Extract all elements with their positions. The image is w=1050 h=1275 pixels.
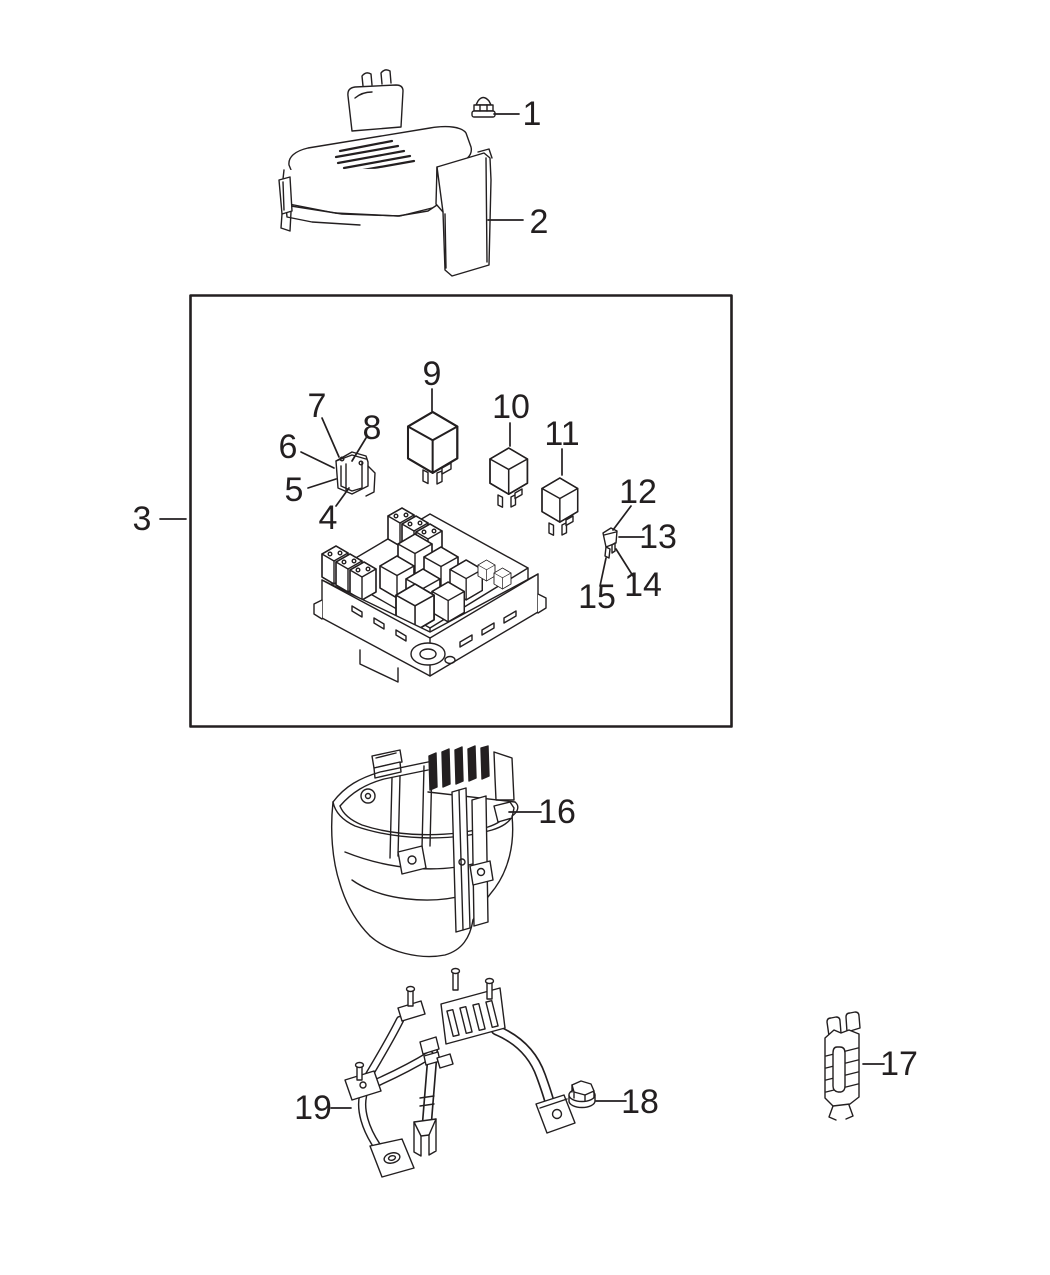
callout-5[interactable]: 5 <box>284 471 304 509</box>
part-relay-10-art <box>489 447 529 508</box>
callout-8[interactable]: 8 <box>362 409 382 447</box>
part-cover-art <box>278 69 493 277</box>
callout-4[interactable]: 4 <box>318 499 338 537</box>
leader-lines <box>159 113 885 1109</box>
part-nut-large-art <box>568 1080 596 1109</box>
callout-9[interactable]: 9 <box>422 355 442 393</box>
callout-2[interactable]: 2 <box>529 203 549 241</box>
callout-6[interactable]: 6 <box>278 428 298 466</box>
part-housing-art <box>330 745 519 958</box>
callout-14[interactable]: 14 <box>624 566 662 604</box>
callout-3[interactable]: 3 <box>132 500 152 538</box>
part-relay-9-art <box>406 410 459 485</box>
callout-12[interactable]: 12 <box>619 473 657 511</box>
callout-17[interactable]: 17 <box>880 1045 918 1083</box>
group-box-3 <box>189 294 733 728</box>
callout-16[interactable]: 16 <box>538 793 576 831</box>
callout-15[interactable]: 15 <box>578 578 616 616</box>
callout-10[interactable]: 10 <box>492 388 530 426</box>
callout-7[interactable]: 7 <box>307 387 327 425</box>
part-nut-small-art <box>471 96 496 118</box>
part-harness-art <box>344 967 576 1178</box>
part-bracket-art <box>824 1011 861 1121</box>
pdc-fusebox-art <box>313 507 547 683</box>
part-relay-11-art <box>541 477 579 536</box>
part-fuse-art <box>602 527 618 559</box>
callout-1[interactable]: 1 <box>522 95 542 133</box>
callout-19[interactable]: 19 <box>294 1089 332 1127</box>
callout-13[interactable]: 13 <box>639 518 677 556</box>
callout-11[interactable]: 11 <box>544 415 580 453</box>
callout-18[interactable]: 18 <box>621 1083 659 1121</box>
part-minimodule-art <box>335 451 376 497</box>
